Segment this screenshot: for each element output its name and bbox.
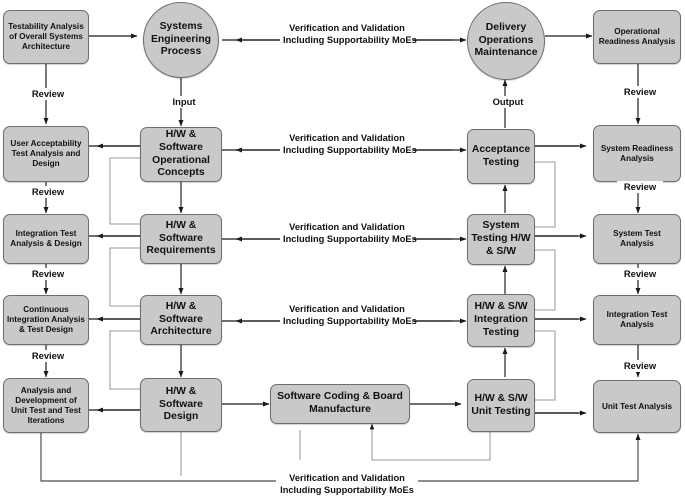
node-system-readiness[interactable]: System Readiness Analysis [593,125,681,182]
node-unit-test-iterations[interactable]: Analysis and Development of Unit Test an… [3,378,89,433]
label-review-right-4: Review [617,360,663,372]
node-integration-testing[interactable]: H/W & S/W Integration Testing [467,294,535,347]
node-acceptance-testing[interactable]: Acceptance Testing [467,129,535,184]
node-delivery-operations[interactable]: Delivery Operations Maintenance [467,2,545,80]
label-vv-concepts-line1: Verification and Validation [289,133,405,143]
feedback-unittesting-to-integrationtesting [514,328,556,401]
feedback-unittesting-to-coding [369,423,491,461]
label-vv-requirements-line1: Verification and Validation [289,222,405,232]
label-review-left-3: Review [25,268,71,280]
label-vv-concepts-line2: Including Supportability MoEs [283,144,417,155]
feedback-design-to-architecture [109,328,156,390]
node-design[interactable]: H/W & Software Design [140,378,222,432]
node-unit-testing[interactable]: H/W & S/W Unit Testing [467,379,535,432]
node-continuous-integration[interactable]: Continuous Integration Analysis & Test D… [3,295,89,345]
feedback-integrationtesting-to-systemtesting [514,247,556,311]
label-vv-bottom: Verification and Validation Including Su… [276,473,418,497]
label-review-left-1: Review [25,88,71,100]
label-review-right-2: Review [617,181,663,193]
label-vv-top-line2: Including Supportability MoEs [283,34,417,45]
label-vv-top: Verification and Validation Including Su… [280,23,417,47]
node-user-acceptability[interactable]: User Acceptability Test Analysis and Des… [3,126,89,182]
node-system-testing[interactable]: System Testing H/W & S/W [467,214,535,265]
node-testability-analysis[interactable]: Testability Analysis of Overall Systems … [3,10,89,64]
node-unit-test-analysis[interactable]: Unit Test Analysis [593,380,681,433]
node-architecture[interactable]: H/W & Software Architecture [140,295,222,345]
label-vv-concepts: Verification and Validation Including Su… [280,133,417,157]
label-vv-architecture-line2: Including Supportability MoEs [283,315,417,326]
node-operational-concepts[interactable]: H/W & Software Operational Concepts [140,127,222,182]
node-integration-test-analysis[interactable]: Integration Test Analysis [593,295,681,345]
feedback-systemtesting-to-acceptance [514,159,556,228]
node-operational-readiness[interactable]: Operational Readiness Analysis [593,10,681,64]
label-review-left-2: Review [25,186,71,198]
node-systems-engineering-process[interactable]: Systems Engineering Process [143,2,219,78]
label-vv-bottom-line2: Including Supportability MoEs [280,484,414,495]
label-vv-architecture: Verification and Validation Including Su… [280,304,417,328]
node-system-test-analysis[interactable]: System Test Analysis [593,214,681,264]
feedback-requirements-to-concepts [109,155,156,225]
label-vv-top-line1: Verification and Validation [289,23,405,33]
label-vv-requirements: Verification and Validation Including Su… [280,222,417,246]
node-requirements[interactable]: H/W & Software Requirements [140,214,222,264]
label-vv-architecture-line1: Verification and Validation [289,304,405,314]
feedback-architecture-to-requirements [109,245,156,307]
label-review-right-3: Review [617,268,663,280]
label-review-left-4: Review [25,350,71,362]
label-vv-bottom-line1: Verification and Validation [289,473,405,483]
node-integration-test-design[interactable]: Integration Test Analysis & Design [3,214,89,264]
label-output: Output [484,96,532,108]
label-input: Input [164,96,204,108]
label-review-right-1: Review [617,86,663,98]
node-software-coding[interactable]: Software Coding & Board Manufacture [270,384,410,424]
label-vv-requirements-line2: Including Supportability MoEs [283,233,417,244]
